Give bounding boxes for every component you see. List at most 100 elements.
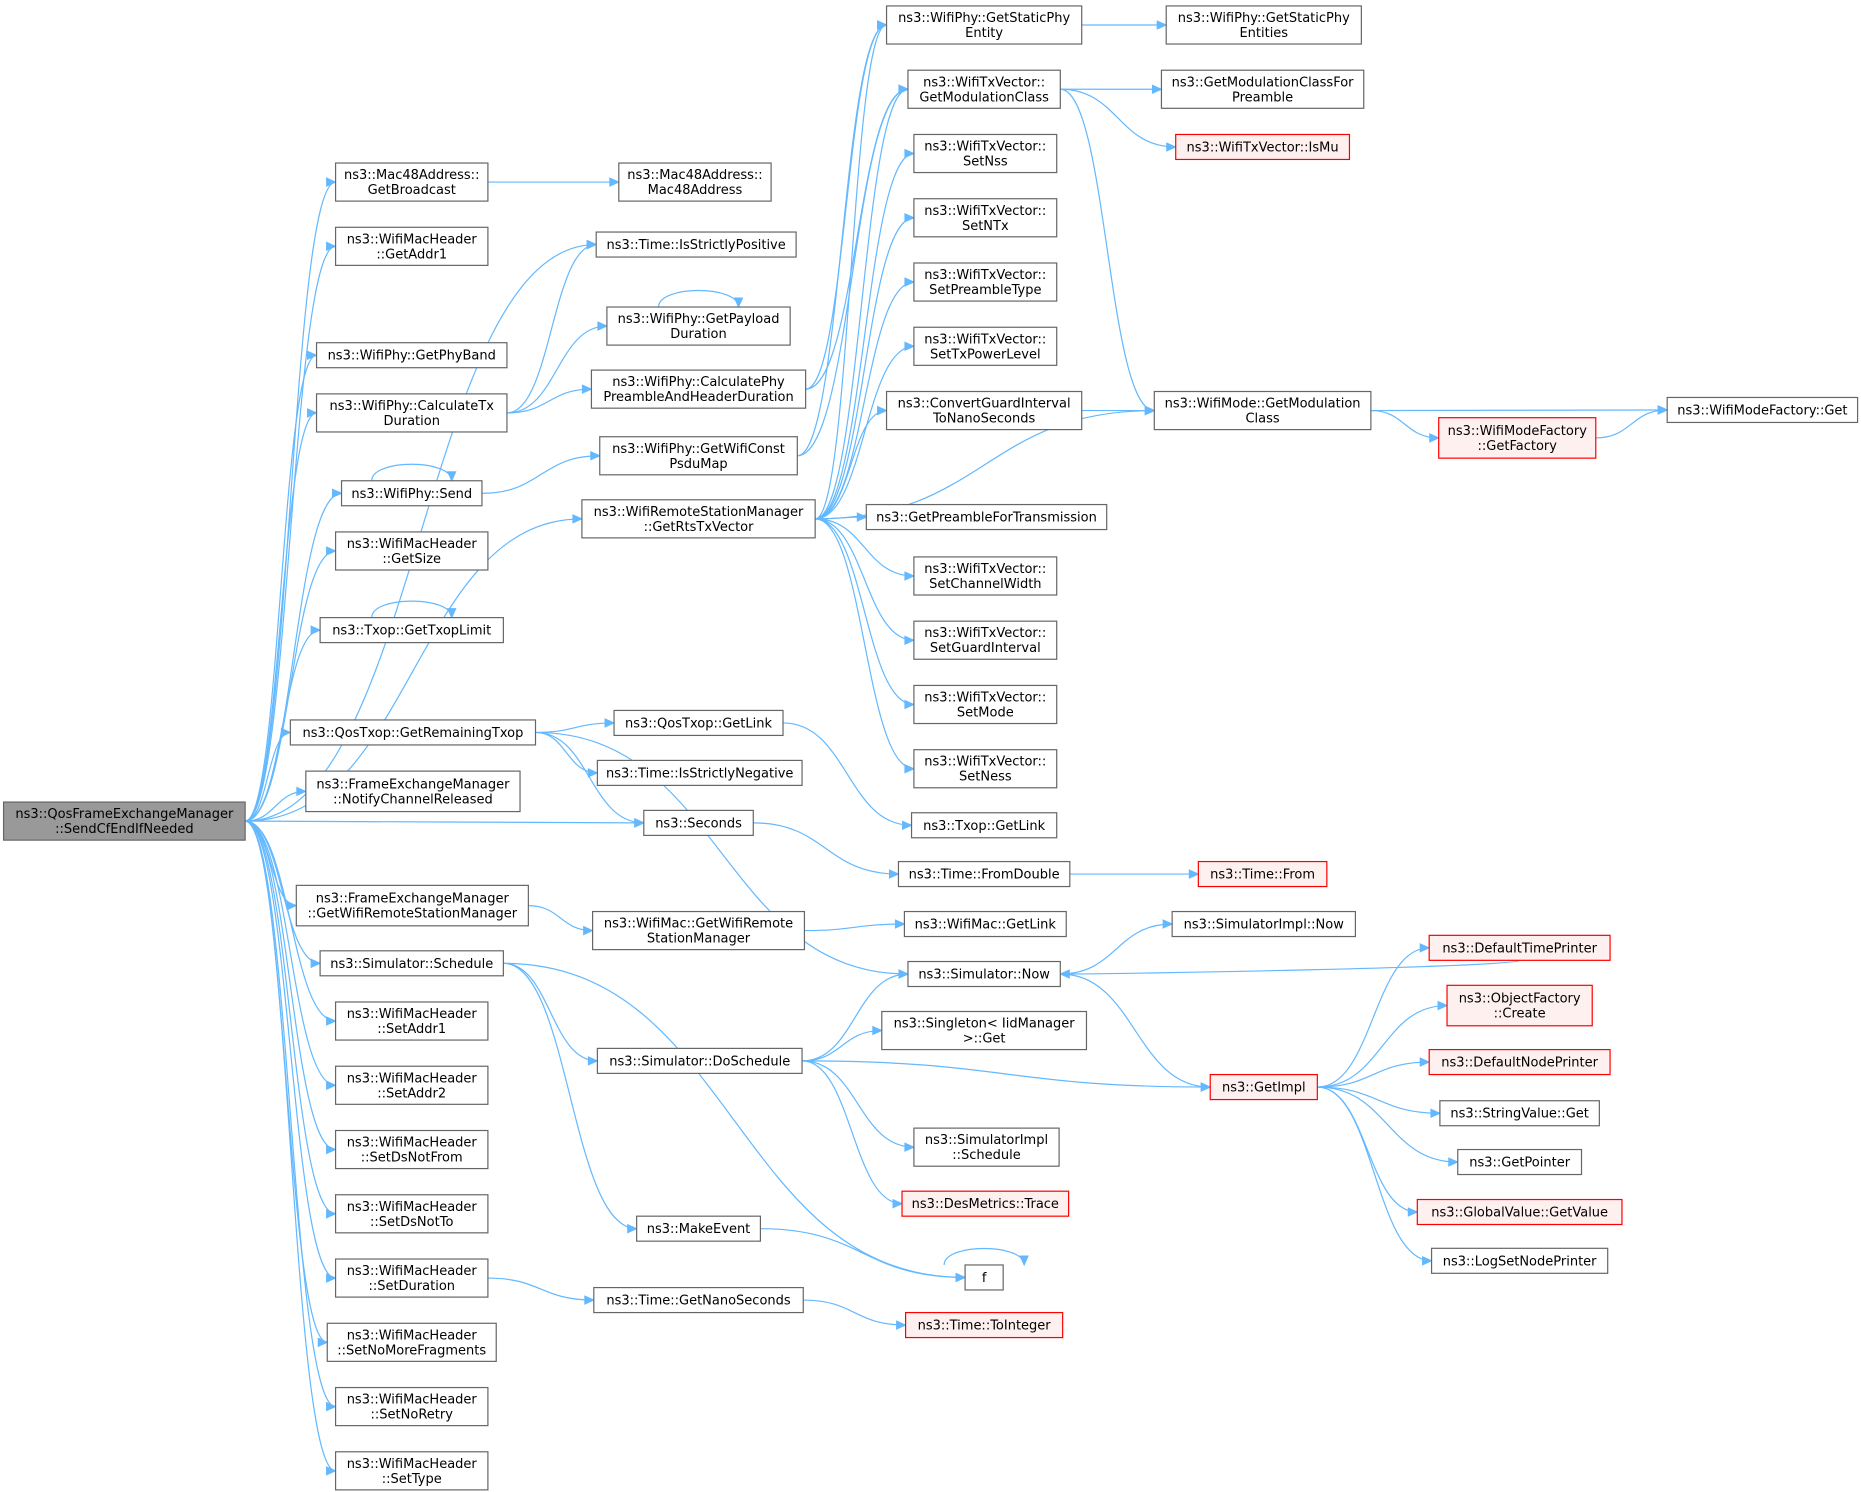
call-edge xyxy=(802,1060,904,1209)
graph-node-setNess[interactable]: ns3::WifiTxVector::SetNess xyxy=(913,749,1058,789)
call-edge-line xyxy=(1317,1061,1430,1088)
graph-node-txopGetLink[interactable]: ns3::Txop::GetLink xyxy=(910,812,1058,839)
graph-node-isStrictlyNegative[interactable]: ns3::Time::IsStrictlyNegative xyxy=(596,759,803,786)
graph-node-getNanoSeconds[interactable]: ns3::Time::GetNanoSeconds xyxy=(593,1286,804,1314)
graph-node-setPreambleType[interactable]: ns3::WifiTxVector::SetPreambleType xyxy=(913,262,1058,302)
graph-node-singletonGet[interactable]: ns3::Singleton< IidManager>::Get xyxy=(881,1010,1088,1051)
call-edge-line xyxy=(506,325,607,414)
graph-node-setNTx[interactable]: ns3::WifiTxVector::SetNTx xyxy=(913,198,1058,238)
node-label: ns3::GetPreambleForTransmission xyxy=(876,511,1097,526)
call-edge xyxy=(943,1247,1029,1267)
node-label: ns3::GetImpl xyxy=(1222,1081,1306,1096)
graph-node-setDuration[interactable]: ns3::WifiMacHeader::SetDuration xyxy=(334,1258,489,1298)
node-label: ns3::SimulatorImpl xyxy=(925,1133,1048,1148)
graph-node-modeFactoryGetFactory[interactable]: ns3::WifiModeFactory::GetFactory xyxy=(1438,417,1597,459)
graph-node-getRemainingTxop[interactable]: ns3::QosTxop::GetRemainingTxop xyxy=(289,719,537,746)
graph-node-setDsNotFrom[interactable]: ns3::WifiMacHeader::SetDsNotFrom xyxy=(334,1129,489,1170)
graph-node-getSize[interactable]: ns3::WifiMacHeader::GetSize xyxy=(334,531,489,571)
graph-node-send[interactable]: ns3::WifiPhy::Send xyxy=(340,480,483,507)
graph-node-setAddr2[interactable]: ns3::WifiMacHeader::SetAddr2 xyxy=(334,1065,489,1105)
graph-node-getImpl[interactable]: ns3::GetImpl xyxy=(1209,1073,1318,1101)
node-label: ns3::Simulator::DoSchedule xyxy=(609,1054,790,1069)
graph-node-getTxopLimit[interactable]: ns3::Txop::GetTxopLimit xyxy=(319,617,504,644)
graph-node-modeFactoryGet[interactable]: ns3::WifiModeFactory::Get xyxy=(1666,396,1859,424)
graph-node-calcPhyPreamble[interactable]: ns3::WifiPhy::CalculatePhyPreambleAndHea… xyxy=(590,369,807,409)
graph-node-modeGetModulationClass[interactable]: ns3::WifiMode::GetModulationClass xyxy=(1153,390,1372,431)
graph-node-logSetNodePrinter[interactable]: ns3::LogSetNodePrinter xyxy=(1430,1247,1609,1274)
graph-node-defaultTimePrinter[interactable]: ns3::DefaultTimePrinter xyxy=(1428,934,1611,961)
graph-node-setDsNotTo[interactable]: ns3::WifiMacHeader::SetDsNotTo xyxy=(334,1194,489,1234)
node-box xyxy=(334,162,489,202)
graph-node-getBroadcast[interactable]: ns3::Mac48Address::GetBroadcast xyxy=(334,162,489,202)
graph-node-setTxPowerLevel[interactable]: ns3::WifiTxVector::SetTxPowerLevel xyxy=(913,326,1058,366)
graph-node-txvGetModulationClass[interactable]: ns3::WifiTxVector::GetModulationClass xyxy=(907,69,1061,109)
graph-node-mac48Address[interactable]: ns3::Mac48Address::Mac48Address xyxy=(618,162,772,202)
node-label: ns3::WifiPhy::CalculateTx xyxy=(330,399,495,414)
call-edge-line xyxy=(244,820,336,1472)
call-edge-line xyxy=(815,409,887,520)
graph-node-timeFrom[interactable]: ns3::Time::From xyxy=(1197,860,1328,888)
graph-node-doSchedule[interactable]: ns3::Simulator::DoSchedule xyxy=(596,1047,803,1074)
node-label: ns3::Simulator::Now xyxy=(918,968,1050,983)
graph-node-simNow[interactable]: ns3::Simulator::Now xyxy=(907,960,1061,988)
graph-node-macGetWifiRSM[interactable]: ns3::WifiMac::GetWifiRemoteStationManage… xyxy=(592,910,806,951)
call-edge xyxy=(371,600,457,619)
graph-node-defaultNodePrinter[interactable]: ns3::DefaultNodePrinter xyxy=(1428,1048,1611,1076)
node-label: ns3::WifiModeFactory xyxy=(1448,424,1588,439)
graph-node-getPhyBand[interactable]: ns3::WifiPhy::GetPhyBand xyxy=(315,342,508,369)
graph-node-makeEvent[interactable]: ns3::MakeEvent xyxy=(636,1215,762,1242)
graph-node-getWifiRSM[interactable]: ns3::FrameExchangeManager::GetWifiRemote… xyxy=(295,884,529,927)
call-edge xyxy=(503,962,599,1066)
call-edge-line xyxy=(1370,409,1668,412)
call-edge xyxy=(535,731,599,778)
graph-node-root[interactable]: ns3::QosFrameExchangeManager::SendCfEndI… xyxy=(2,801,246,841)
graph-node-setAddr1[interactable]: ns3::WifiMacHeader::SetAddr1 xyxy=(334,1001,489,1041)
arrowhead xyxy=(310,625,322,635)
graph-node-macGetLink[interactable]: ns3::WifiMac::GetLink xyxy=(903,910,1067,938)
graph-node-desMetricsTrace[interactable]: ns3::DesMetrics::Trace xyxy=(901,1190,1070,1217)
graph-node-schedule[interactable]: ns3::Simulator::Schedule xyxy=(319,950,504,977)
graph-node-isMu[interactable]: ns3::WifiTxVector::IsMu xyxy=(1175,133,1351,161)
call-edge xyxy=(245,241,337,822)
graph-node-simImplSchedule[interactable]: ns3::SimulatorImpl::Schedule xyxy=(913,1127,1060,1167)
graph-node-getPreambleForTransmission[interactable]: ns3::GetPreambleForTransmission xyxy=(865,503,1108,531)
graph-node-setNoMoreFragments[interactable]: ns3::WifiMacHeader::SetNoMoreFragments xyxy=(326,1322,497,1362)
graph-node-getPointer[interactable]: ns3::GetPointer xyxy=(1457,1148,1583,1176)
graph-node-stringValueGet[interactable]: ns3::StringValue::Get xyxy=(1439,1100,1600,1127)
graph-node-isStrictlyPositive[interactable]: ns3::Time::IsStrictlyPositive xyxy=(595,231,797,258)
node-label: ns3::Time::From xyxy=(1210,868,1315,883)
graph-node-setType[interactable]: ns3::WifiMacHeader::SetType xyxy=(334,1451,489,1491)
graph-node-toInteger[interactable]: ns3::Time::ToInteger xyxy=(904,1311,1064,1339)
graph-node-getRtsTxVector[interactable]: ns3::WifiRemoteStationManager::GetRtsTxV… xyxy=(581,499,816,539)
call-edge-line xyxy=(815,152,914,520)
graph-node-objectFactoryCreate[interactable]: ns3::ObjectFactory::Create xyxy=(1446,984,1593,1027)
graph-node-fromDouble[interactable]: ns3::Time::FromDouble xyxy=(897,860,1071,888)
graph-node-qosGetLink[interactable]: ns3::QosTxop::GetLink xyxy=(613,709,784,737)
arrowhead xyxy=(296,786,308,797)
graph-node-setNoRetry[interactable]: ns3::WifiMacHeader::SetNoRetry xyxy=(334,1386,489,1427)
graph-node-setGuardInterval[interactable]: ns3::WifiTxVector::SetGuardInterval xyxy=(913,620,1058,660)
graph-node-setNss[interactable]: ns3::WifiTxVector::SetNss xyxy=(913,133,1058,174)
call-edge-line xyxy=(797,24,887,457)
graph-node-simImplNow[interactable]: ns3::SimulatorImpl::Now xyxy=(1171,910,1357,938)
graph-node-setMode[interactable]: ns3::WifiTxVector::SetMode xyxy=(913,684,1058,725)
node-label: ns3::WifiModeFactory::Get xyxy=(1677,403,1847,418)
call-edge-line xyxy=(487,1277,594,1301)
graph-node-globalValueGetValue[interactable]: ns3::GlobalValue::GetValue xyxy=(1416,1198,1623,1226)
call-edge xyxy=(1317,1000,1449,1088)
graph-node-getAddr1[interactable]: ns3::WifiMacHeader::GetAddr1 xyxy=(334,226,489,266)
node-box xyxy=(865,503,1108,531)
graph-node-notifyChannelReleased[interactable]: ns3::FrameExchangeManager::NotifyChannel… xyxy=(305,770,521,813)
arrowhead xyxy=(1430,1108,1442,1119)
node-box xyxy=(595,231,797,258)
graph-node-f[interactable]: f xyxy=(964,1264,1004,1291)
graph-node-seconds[interactable]: ns3::Seconds xyxy=(643,809,754,836)
graph-node-setChannelWidth[interactable]: ns3::WifiTxVector::SetChannelWidth xyxy=(913,556,1058,596)
